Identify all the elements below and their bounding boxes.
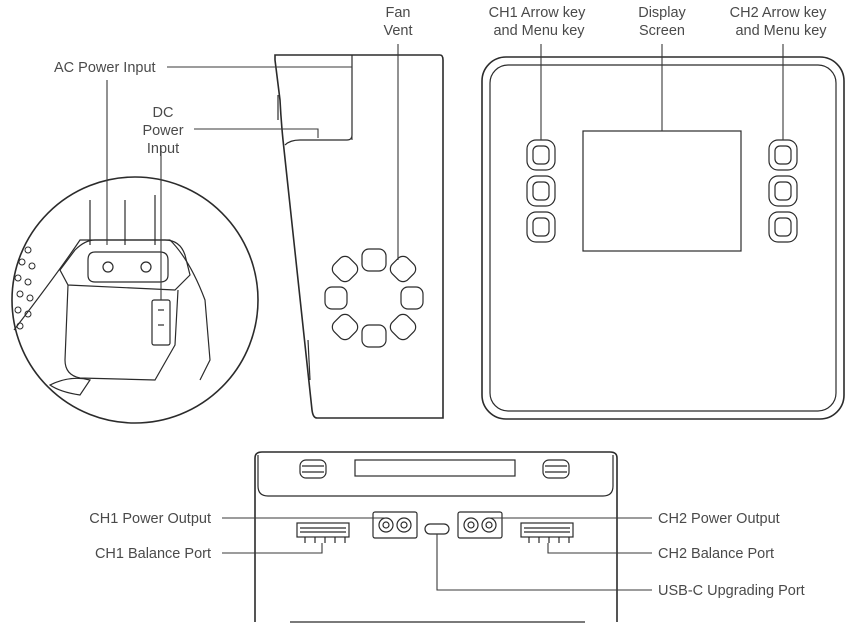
label-ch1-keys-2: and Menu key bbox=[493, 23, 585, 39]
label-fan-vent-2: Vent bbox=[383, 23, 412, 39]
label-ac-power-input: AC Power Input bbox=[54, 60, 156, 76]
label-fan-vent-1: Fan bbox=[386, 5, 411, 21]
leader-lines bbox=[106, 44, 784, 591]
label-ch1-keys-1: CH1 Arrow key bbox=[489, 5, 586, 21]
label-dc-power-input-3: Input bbox=[147, 141, 179, 157]
label-ch2-balance-port: CH2 Balance Port bbox=[658, 546, 774, 562]
label-ch1-balance-port: CH1 Balance Port bbox=[95, 546, 211, 562]
front-view bbox=[481, 56, 845, 420]
back-view bbox=[254, 451, 618, 623]
label-dc-power-input-1: DC bbox=[153, 105, 174, 121]
side-view bbox=[274, 54, 444, 419]
label-dc-power-input-2: Power bbox=[142, 123, 183, 139]
label-display-screen-2: Screen bbox=[639, 23, 685, 39]
ch1-balance-port-icon bbox=[296, 522, 350, 543]
label-ch2-keys-1: CH2 Arrow key bbox=[730, 5, 827, 21]
fan-vent-icon bbox=[324, 248, 424, 348]
label-ch2-power-output: CH2 Power Output bbox=[658, 511, 780, 527]
label-ch1-power-output: CH1 Power Output bbox=[89, 511, 211, 527]
ac-socket-icon bbox=[87, 251, 169, 283]
labels: AC Power Input DC Power Input Fan Vent C… bbox=[54, 5, 827, 599]
power-input-zoom bbox=[11, 176, 259, 424]
ch1-power-output-icon bbox=[372, 511, 418, 539]
label-usbc-upgrading-port: USB-C Upgrading Port bbox=[658, 583, 805, 599]
ch2-balance-port-icon bbox=[520, 522, 574, 543]
label-ch2-keys-2: and Menu key bbox=[735, 23, 827, 39]
ch2-power-output-icon bbox=[457, 511, 503, 539]
label-display-screen-1: Display bbox=[638, 5, 686, 21]
